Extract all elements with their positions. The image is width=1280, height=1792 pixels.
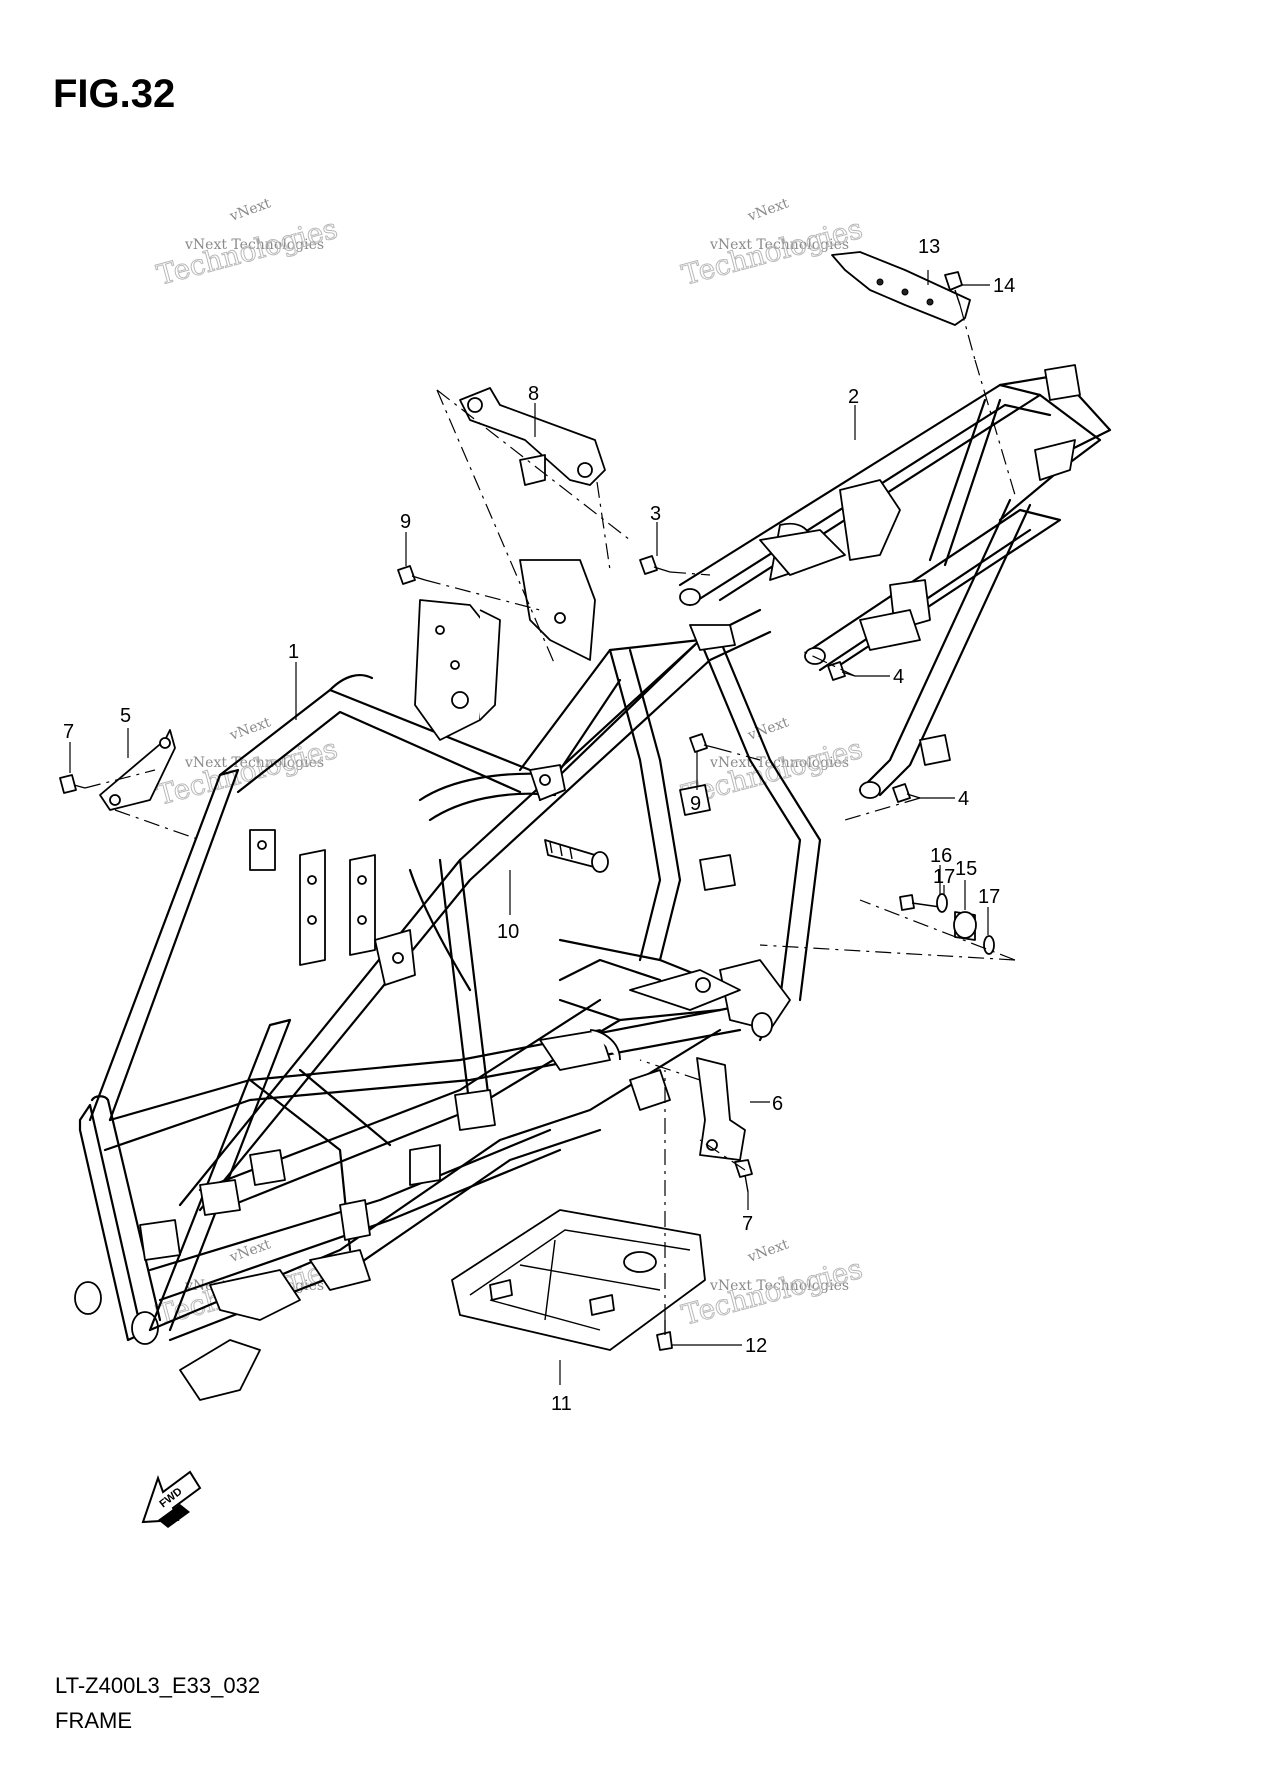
callout-2: 2 (848, 386, 859, 408)
part-17-washer-right (983, 935, 995, 955)
callout-12: 12 (745, 1335, 767, 1357)
part-14-bolt (944, 271, 963, 306)
fwd-arrow-icon: FWD (141, 1470, 202, 1528)
svg-text:vNext: vNext (745, 195, 791, 225)
part-15-bushing (953, 911, 977, 941)
callout-17-right: 17 (978, 886, 1000, 908)
watermark-mid-left: vNext vNext Technologies Technologies (153, 714, 342, 812)
callout-7-right: 7 (742, 1213, 753, 1235)
callout-4-lower: 4 (958, 788, 969, 810)
part-16-bolt (899, 894, 941, 911)
part-4-bolt-lower (892, 783, 921, 803)
part-6-plate (696, 1057, 746, 1161)
svg-text:vNext Technologies: vNext Technologies (184, 237, 324, 253)
part-11-skid-plate (451, 1209, 706, 1351)
watermark-top-center: vNext vNext Technologies Technologies (678, 195, 867, 292)
callout-9-lower: 9 (690, 793, 701, 815)
part-10-rubber (544, 839, 609, 873)
main-frame (74, 559, 822, 1401)
callout-10: 10 (497, 921, 519, 943)
callout-14: 14 (993, 275, 1015, 297)
section-name: FRAME (55, 1708, 132, 1733)
watermark-top-left: vNext vNext Technologies Technologies (153, 195, 342, 292)
callout-11: 11 (551, 1393, 572, 1415)
callout-13: 13 (918, 236, 940, 258)
callout-6: 6 (772, 1093, 783, 1115)
part-9-bolt-lower (689, 733, 717, 753)
part-3-bolt (639, 555, 671, 575)
svg-text:vNext: vNext (227, 195, 273, 225)
callout-8: 8 (528, 383, 539, 405)
callout-5: 5 (120, 705, 131, 727)
rear-frame (678, 364, 1112, 799)
part-9-bolt-upper (397, 565, 426, 585)
callout-3: 3 (650, 503, 661, 525)
callout-4-upper: 4 (893, 666, 904, 688)
svg-text:vNext: vNext (745, 1236, 791, 1266)
figure-title: FIG.32 (53, 72, 176, 116)
callout-15: 15 (955, 858, 977, 880)
part-4-bolt-upper (827, 661, 856, 681)
part-13-stay (831, 251, 971, 326)
callout-7-left: 7 (63, 721, 74, 743)
svg-text:Technologies: Technologies (153, 732, 341, 812)
svg-text:vNext Technologies: vNext Technologies (184, 755, 324, 771)
leader-lines (69, 270, 990, 1385)
callouts: 1 2 3 4 4 5 6 7 7 8 9 9 10 11 12 13 14 1… (63, 236, 1015, 1415)
svg-text:vNext Technologies: vNext Technologies (709, 1278, 849, 1294)
svg-text:vNext: vNext (227, 1236, 273, 1266)
part-8-bracket (459, 387, 606, 486)
model-code: LT-Z400L3_E33_032 (55, 1673, 261, 1698)
callout-9-upper: 9 (400, 511, 411, 533)
callout-1: 1 (288, 641, 299, 663)
callout-16: 16 (930, 845, 952, 867)
part-7-bolt-left (59, 774, 86, 794)
part-12-bolt (656, 1320, 673, 1351)
svg-text:vNext Technologies: vNext Technologies (709, 755, 849, 771)
watermark-bottom-center: vNext vNext Technologies Technologies (678, 1236, 867, 1332)
callout-17-left: 17 (933, 866, 955, 888)
part-17-washer-left (936, 893, 948, 913)
part-5-plate (99, 729, 176, 811)
assembly-lines (84, 304, 1016, 1320)
svg-text:vNext Technologies: vNext Technologies (709, 237, 849, 253)
